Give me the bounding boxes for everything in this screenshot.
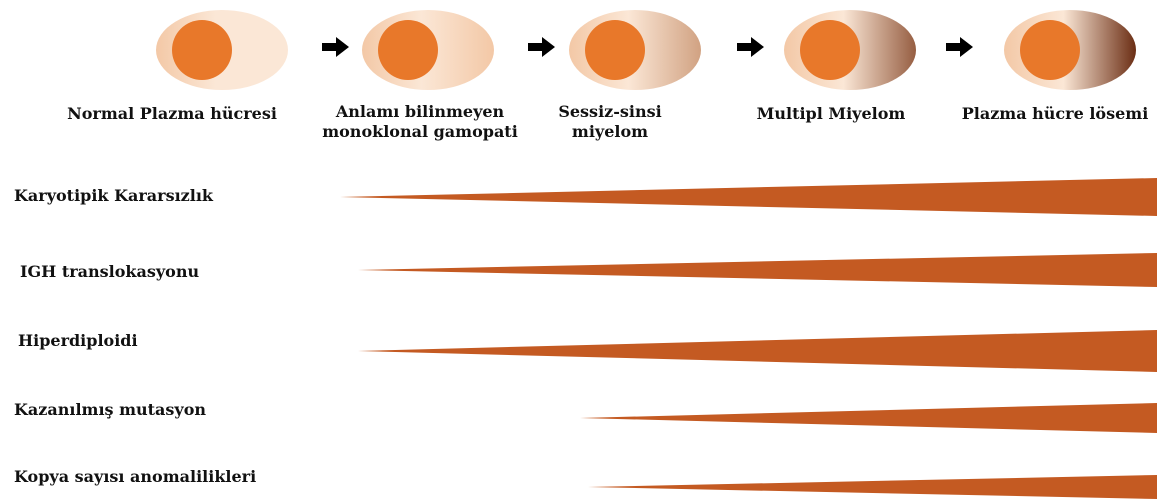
cell-nucleus-1	[172, 20, 232, 80]
row-label-igh-translocation: IGH translokasyonu	[20, 262, 199, 282]
increase-wedge-3	[358, 330, 1157, 372]
progression-arrow-2	[528, 37, 555, 57]
row-label-karyotypic-instability: Karyotipik Kararsızlık	[14, 186, 213, 206]
stage-label-smoldering-myeloma: Sessiz-sinsi miyelom	[540, 102, 680, 142]
row-label-copy-number-anomalies: Kopya sayısı anomalilikleri	[14, 467, 256, 487]
stage-label-line: Plazma hücre lösemi	[940, 104, 1170, 124]
increase-wedge-1	[340, 178, 1157, 216]
cell-nucleus-2	[378, 20, 438, 80]
row-label-hyperdiploidy: Hiperdiploidi	[18, 331, 138, 351]
stage-label-line: Normal Plazma hücresi	[52, 104, 292, 124]
progression-arrow-4	[946, 37, 973, 57]
stage-label-line: miyelom	[540, 122, 680, 142]
stage-label-line: Anlamı bilinmeyen	[300, 102, 540, 122]
stage-label-mgus: Anlamı bilinmeyen monoklonal gamopati	[300, 102, 540, 142]
stage-label-normal-plasma-cell: Normal Plazma hücresi	[52, 104, 292, 124]
increase-wedge-2	[358, 253, 1157, 287]
progression-arrow-1	[322, 37, 349, 57]
cell-nucleus-4	[800, 20, 860, 80]
stage-label-line: Multipl Miyelom	[726, 104, 936, 124]
progression-arrow-3	[737, 37, 764, 57]
stage-label-line: monoklonal gamopati	[300, 122, 540, 142]
cell-nucleus-3	[585, 20, 645, 80]
stage-label-plasma-cell-leukemia: Plazma hücre lösemi	[940, 104, 1170, 124]
increase-wedge-5	[588, 475, 1157, 499]
increase-wedge-4	[580, 403, 1157, 433]
cell-nucleus-5	[1020, 20, 1080, 80]
stage-label-line: Sessiz-sinsi	[540, 102, 680, 122]
row-label-acquired-mutation: Kazanılmış mutasyon	[14, 400, 206, 420]
stage-label-multiple-myeloma: Multipl Miyelom	[726, 104, 936, 124]
